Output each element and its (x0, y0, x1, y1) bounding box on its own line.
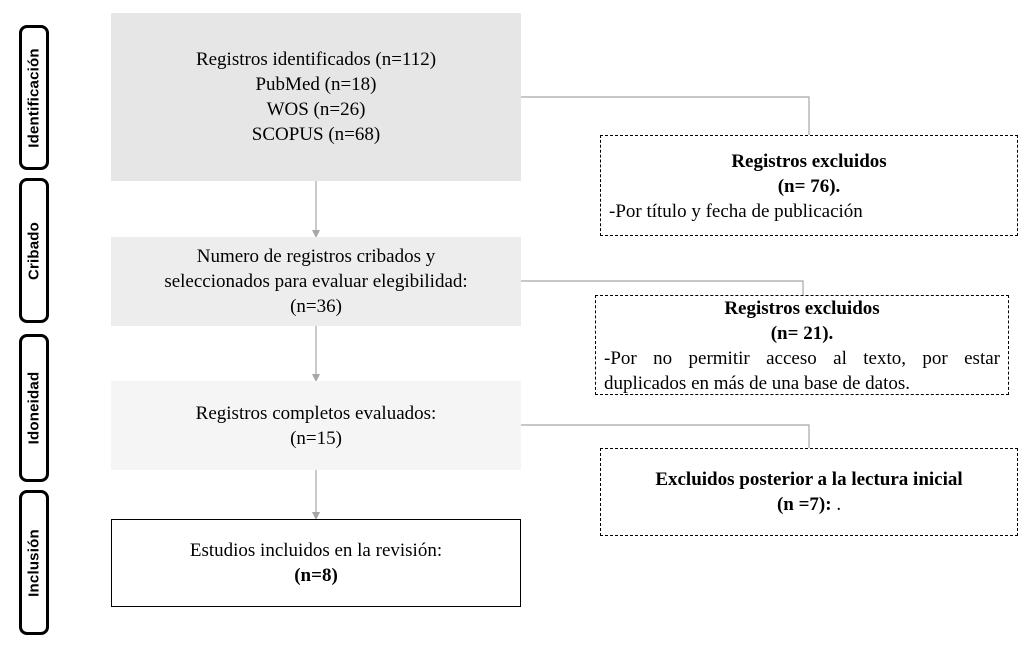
included-count: (n=8) (294, 565, 338, 586)
stage-eligibility: Idoneidad (19, 334, 49, 482)
box-line: Numero de registros cribados y (196, 246, 436, 267)
records-identified-box: Registros identificados (n=112) PubMed (… (111, 13, 521, 181)
excluded-reason: -Por título y fecha de publicación (609, 201, 863, 222)
box-line: Registros identificados (n=112) (195, 49, 437, 70)
records-screened-box: Numero de registros cribados y seleccion… (111, 237, 521, 326)
box-line: Estudios incluidos en la revisión: (189, 540, 443, 561)
excluded-records-box-2: Registros excluidos (n= 21). -Por no per… (595, 295, 1009, 395)
excluded-suffix: . (831, 494, 842, 515)
stage-identification: Identificación (19, 25, 49, 170)
studies-included-box: Estudios incluidos en la revisión: (n=8) (111, 519, 521, 607)
excluded-records-box-1: Registros excluidos (n= 76). -Por título… (600, 135, 1018, 236)
excluded-count-line: (n =7): . (601, 492, 1017, 517)
excluded-reason: -Por no permitir acceso al texto, por es… (604, 346, 1000, 396)
box-line: PubMed (n=18) (255, 74, 377, 95)
stage-label: Idoneidad (25, 371, 43, 445)
stage-label: Inclusión (25, 528, 43, 597)
stage-screening: Cribado (19, 178, 49, 323)
records-assessed-box: Registros completos evaluados: (n=15) (111, 381, 521, 470)
stage-inclusion: Inclusión (19, 490, 49, 635)
excluded-reason-line-1: -Por no permitir acceso al texto, por es… (604, 348, 1000, 369)
box-line: WOS (n=26) (266, 99, 366, 120)
stage-label: Identificación (25, 47, 43, 148)
excluded-count: (n= 76). (777, 176, 841, 197)
excluded-reason-line-2: duplicados en más de una base de datos. (604, 373, 911, 394)
excluded-title: Registros excluidos (731, 151, 887, 172)
connector-to-excluded-1 (521, 96, 810, 135)
box-line: seleccionados para evaluar elegibilidad: (164, 271, 468, 292)
connector-to-excluded-2 (521, 280, 804, 295)
excluded-count: (n =7): (776, 494, 832, 515)
excluded-count: (n= 21). (770, 323, 834, 344)
box-line: (n=15) (290, 427, 342, 449)
connector-to-excluded-3 (521, 424, 810, 448)
excluded-title: Excluidos posterior a la lectura inicial (655, 469, 963, 490)
box-line: SCOPUS (n=68) (251, 124, 381, 145)
box-line: (n=36) (290, 296, 342, 317)
excluded-title: Registros excluidos (724, 298, 880, 319)
box-line: Registros completos evaluados: (195, 402, 437, 424)
stage-label: Cribado (25, 221, 43, 280)
excluded-after-reading-box: Excluidos posterior a la lectura inicial… (600, 448, 1018, 536)
